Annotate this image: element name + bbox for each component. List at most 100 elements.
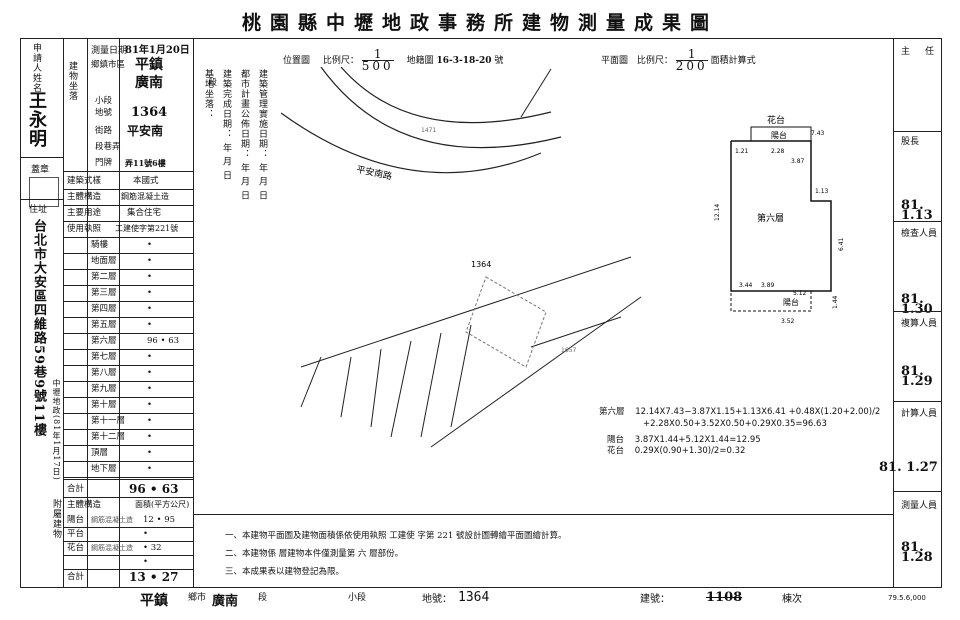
divider xyxy=(193,39,194,587)
floor-label: 騎樓 xyxy=(91,240,109,250)
sign-date-3: 81. 1.29 xyxy=(901,364,933,389)
cadastral-sheet-suffix: 號 xyxy=(494,56,504,66)
attached-row-value: • xyxy=(143,529,149,539)
bottom-subsection: 小段 xyxy=(348,593,367,603)
note-2: 二、本建物係 層建物本件僅測量第 六 層部份。 xyxy=(225,549,404,559)
attached-row-label: 平台 xyxy=(67,529,85,539)
calc-planter: 花台 0.29X(0.90+1.30)/2=0.32 xyxy=(607,444,745,456)
seal-stamp xyxy=(29,177,59,207)
calc-floor6-expr: 12.14X7.43−3.87X1.15+1.13X6.41 +0.48X(1.… xyxy=(635,407,881,417)
chief-header-1: 主 xyxy=(901,47,911,57)
floor-label: 地下層 xyxy=(91,464,117,474)
floor-row: 第八層• xyxy=(63,365,193,382)
attached-structure-label: 主體構造 xyxy=(67,500,102,510)
calc-planter-label: 花台 xyxy=(607,446,625,456)
floor-label: 第六層 xyxy=(91,336,117,346)
floor-row: 騎樓• xyxy=(63,237,193,254)
location-map: 平安南路 1364 1471 1657 xyxy=(281,67,642,448)
sign-date-5: 81. 1.28 xyxy=(901,540,933,565)
total-label: 合計 xyxy=(67,484,85,494)
township-label: 鄉鎮市區 xyxy=(91,60,126,70)
bottom-lot: 1364 xyxy=(458,590,490,605)
lot-value: 1364 xyxy=(131,105,168,120)
survey-form-frame: 申請人姓名 王永明 蓋章 住址 台北市大安區四維路59巷9號11樓 測量日期 8… xyxy=(20,38,942,588)
attached-row-structure: 鋼筋混凝土造 xyxy=(91,516,133,524)
lot-boundary xyxy=(370,348,382,428)
lot-boundary xyxy=(520,68,552,118)
applicant-label: 申請人姓名 xyxy=(31,43,41,93)
section-chief-label: 股長 xyxy=(901,137,920,147)
floor-area-value: • xyxy=(147,464,153,474)
floor-row: 第十一層• xyxy=(63,413,193,430)
calc-balcony-label: 陽台 xyxy=(607,435,625,445)
dim-label: 3.87 xyxy=(791,158,805,165)
bottom-section: 廣南 xyxy=(212,594,239,609)
room-label: 第六層 xyxy=(757,212,784,224)
floor-area-value: • xyxy=(147,448,153,458)
site-location-label: 基地坐落： xyxy=(203,69,213,119)
floor-area-value: • xyxy=(147,320,153,330)
sign-date-2: 81. 1.30 xyxy=(901,292,933,317)
floor-area-value: • xyxy=(147,256,153,266)
dim-label: 3.44 xyxy=(739,282,753,289)
bottom-unit: 鄉市 xyxy=(188,593,207,603)
plan-scale-num: 1 xyxy=(675,48,708,61)
floor-plan-drawing: 花台 陽台 第六層 陽台 2.28 1.21 3.87 12.14 1.13 3… xyxy=(714,114,845,325)
door-value: 弄11號6樓 xyxy=(125,158,166,168)
dim-label: 3.52 xyxy=(781,318,795,325)
dim-label: 12.14 xyxy=(714,204,721,221)
attached-row-label: 花台 xyxy=(67,543,85,553)
address-label: 住址 xyxy=(29,205,48,215)
attached-row-value: 12 • 95 xyxy=(143,515,176,525)
sign-date-4: 81. 1.27 xyxy=(879,460,938,475)
building-footprint xyxy=(465,276,547,368)
total-value: 96 • 63 xyxy=(129,482,179,496)
permit-value: 工建使字第221號 xyxy=(115,224,179,233)
sign-date-1: 81. 1.13 xyxy=(901,198,933,223)
lot-label: 地號 xyxy=(95,108,113,118)
lot-boundary xyxy=(390,340,412,438)
building-type-value: 本國式 xyxy=(133,176,159,186)
floor-row: 第三層• xyxy=(63,285,193,302)
dim-label: 5.12 xyxy=(793,290,807,297)
measurer-label: 測量人員 xyxy=(901,501,938,511)
floor-row: 第四層• xyxy=(63,301,193,318)
attached-row: 花台鋼筋混凝土造• 32 xyxy=(63,541,193,556)
lot-boundary xyxy=(450,324,472,428)
calc-floor6-expr2: +2.28X0.50+3.52X0.50+0.29X0.35=96.63 xyxy=(643,419,827,429)
township-value: 平鎮 xyxy=(135,57,163,73)
floor-area-value: • xyxy=(147,288,153,298)
floor-row: 第十二層• xyxy=(63,429,193,446)
calc-floor6: 第六層 12.14X7.43−3.87X1.15+1.13X6.41 +0.48… xyxy=(599,405,880,417)
dim-label: 2.28 xyxy=(771,148,785,155)
door-label: 門牌 xyxy=(95,158,113,168)
attached-row-structure: 鋼筋混凝土造 xyxy=(91,544,133,552)
surveyor-label: 複算人員 xyxy=(901,319,938,329)
floor-label: 地面層 xyxy=(91,256,117,266)
floor-area-value: 96 • 63 xyxy=(147,336,180,346)
structure-label: 主體構造 xyxy=(67,192,102,202)
location-map-label: 位置圖 xyxy=(283,56,311,66)
lane-label: 段巷弄 xyxy=(95,142,121,152)
bottom-times-label: 棟次 xyxy=(782,594,802,605)
survey-date-label: 測量日期 xyxy=(91,46,128,56)
floor-label: 頂層 xyxy=(91,448,109,458)
floor-label: 第十二層 xyxy=(91,432,126,442)
bottom-section-unit: 段 xyxy=(258,593,268,603)
lot-boundary xyxy=(300,256,632,368)
permit-label: 使用執照 xyxy=(67,224,102,234)
structure-value: 鋼筋混凝土造 xyxy=(121,192,169,201)
floor-area-value: • xyxy=(147,416,153,426)
building-mgmt-date: 建築管理實施日期： 年 月 日 xyxy=(257,69,267,201)
floor-row: 第五層• xyxy=(63,317,193,334)
floor-row: 第二層• xyxy=(63,269,193,286)
floor-row: 地面層 • xyxy=(63,253,193,270)
cadastral-sheet-label: 地籍圖 xyxy=(406,56,434,66)
road-curve-outer xyxy=(320,67,562,149)
bottom-lot-label: 地號： xyxy=(422,594,452,605)
lot-number-b: 1657 xyxy=(561,347,576,354)
floor-row: 地下層 • xyxy=(63,461,193,478)
lot-boundary xyxy=(340,356,352,418)
section-value: 廣南 xyxy=(135,75,163,91)
road-curve-lower xyxy=(281,112,542,174)
